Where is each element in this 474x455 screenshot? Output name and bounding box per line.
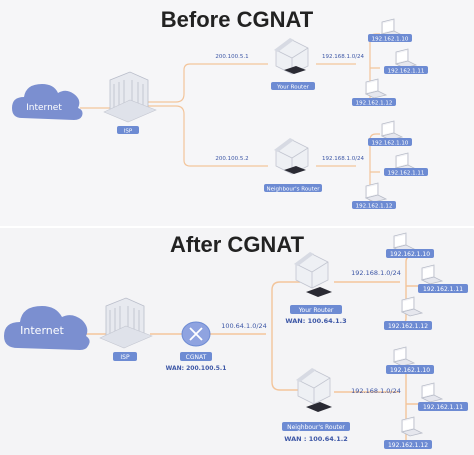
after-your-router-label: Your Router xyxy=(298,307,334,314)
after-your-router-icon xyxy=(306,287,332,297)
laptop-icon xyxy=(421,382,443,403)
after-neighbour-router-pill xyxy=(282,422,350,431)
device-pill xyxy=(384,66,428,74)
after-links xyxy=(78,255,420,447)
to-neighbour-router-link xyxy=(271,334,300,391)
after-neighbour-router-icon xyxy=(306,402,332,412)
before-devices-bottom: 192.162.1.10 192.162.1.11 192.162.1.12 xyxy=(352,120,428,210)
laptop-icon xyxy=(395,48,417,69)
cgnat-wan: WAN: 200.100.5.1 xyxy=(166,365,227,372)
device-pill xyxy=(352,98,396,106)
device-ip: 192.162.1.11 xyxy=(388,171,425,177)
device-ip: 192.162.1.10 xyxy=(390,251,430,258)
after-your-router: Your Router WAN: 100.64.1.3 xyxy=(285,251,347,325)
after-shared-subnet: 100.64.1.0/24 xyxy=(221,322,267,330)
laptop-icon xyxy=(365,182,387,203)
before-internet-cloud: Internet xyxy=(12,84,83,120)
before-wan-top: 200.100.5.1 xyxy=(215,54,248,60)
before-your-router-label: Your Router xyxy=(276,85,309,91)
device-pill xyxy=(384,321,432,330)
before-neighbour-router-label: Neighbour's Router xyxy=(267,187,321,193)
device-pill xyxy=(368,138,412,146)
before-neighbour-router-icon xyxy=(284,166,306,174)
after-neighbour-router: Neighbour's Router WAN : 100.64.1.2 xyxy=(282,367,350,443)
device-pill xyxy=(386,365,434,374)
after-internet-cloud: Internet xyxy=(4,306,90,350)
before-isp-building: ISP xyxy=(103,71,157,135)
device-pill xyxy=(352,201,396,209)
laptop-icon xyxy=(381,120,403,141)
laptop-icon xyxy=(401,416,423,437)
to-your-router-link xyxy=(271,281,300,334)
after-devices-top: 192.162.1.10 192.162.1.11 192.162.1.12 xyxy=(384,232,468,330)
device-ip: 192.162.1.11 xyxy=(423,404,463,411)
cgnat-cross-icon xyxy=(189,327,203,341)
device-pill xyxy=(386,249,434,258)
before-your-router-icon xyxy=(284,66,306,74)
device-ip: 192.162.1.11 xyxy=(388,69,425,75)
after-your-router-pill xyxy=(290,305,342,314)
after-devices-bottom: 192.162.1.10 192.162.1.11 192.162.1.12 xyxy=(384,346,468,449)
device-pill xyxy=(384,168,428,176)
before-your-router-pill xyxy=(271,82,315,90)
before-subnet-bottom: 192.168.1.0/24 xyxy=(322,156,365,162)
before-isp-label: ISP xyxy=(124,129,133,135)
device-ip: 192.162.1.10 xyxy=(372,37,409,43)
before-wan-bottom: 200.100.5.2 xyxy=(215,156,248,162)
before-title: Before CGNAT xyxy=(160,7,314,32)
device-ip: 192.162.1.10 xyxy=(372,141,409,147)
device-pill xyxy=(418,284,468,293)
device-pill xyxy=(368,34,412,42)
after-title: After CGNAT xyxy=(169,232,305,257)
after-isp-pill xyxy=(113,352,137,361)
before-neighbour-router: Neighbour's Router xyxy=(264,137,322,193)
before-isp-pill xyxy=(117,126,139,134)
device-ip: 192.162.1.11 xyxy=(423,286,463,293)
cgnat-pill xyxy=(180,352,212,361)
after-internet-label: Internet xyxy=(20,324,64,337)
before-devices-top: 192.162.1.10 192.162.1.11 192.162.1.12 xyxy=(352,18,428,107)
before-your-router: Your Router xyxy=(271,37,315,91)
after-neighbour-router-wan: WAN : 100.64.1.2 xyxy=(284,435,348,443)
isp-neighbour-router-link xyxy=(146,105,268,167)
cgnat-label: CGNAT xyxy=(186,354,207,361)
device-ip: 192.162.1.10 xyxy=(390,367,430,374)
device-ip: 192.162.1.12 xyxy=(356,204,393,210)
after-neighbour-router-label: Neighbour's Router xyxy=(287,424,345,431)
after-cgnat-router: CGNAT WAN: 200.100.5.1 xyxy=(166,321,227,372)
laptop-icon xyxy=(401,296,423,317)
laptop-icon xyxy=(393,346,415,367)
device-ip: 192.162.1.12 xyxy=(388,442,428,449)
before-internet-label: Internet xyxy=(26,103,62,113)
before-neighbour-router-pill xyxy=(264,184,322,192)
after-your-router-wan: WAN: 100.64.1.3 xyxy=(285,317,346,325)
device-pill xyxy=(384,440,432,449)
laptop-icon xyxy=(365,78,387,99)
after-subnet-top: 192.168.1.0/24 xyxy=(351,269,401,277)
after-isp-label: ISP xyxy=(120,354,130,361)
before-subnet-top: 192.168.1.0/24 xyxy=(322,54,365,60)
device-pill xyxy=(418,402,468,411)
laptop-icon xyxy=(421,264,443,285)
after-subnet-bottom: 192.168.1.0/24 xyxy=(351,387,401,395)
isp-your-router-link xyxy=(146,63,268,103)
after-isp-building: ISP xyxy=(99,297,153,361)
device-ip: 192.162.1.12 xyxy=(388,323,428,330)
device-ip: 192.162.1.12 xyxy=(356,101,393,107)
